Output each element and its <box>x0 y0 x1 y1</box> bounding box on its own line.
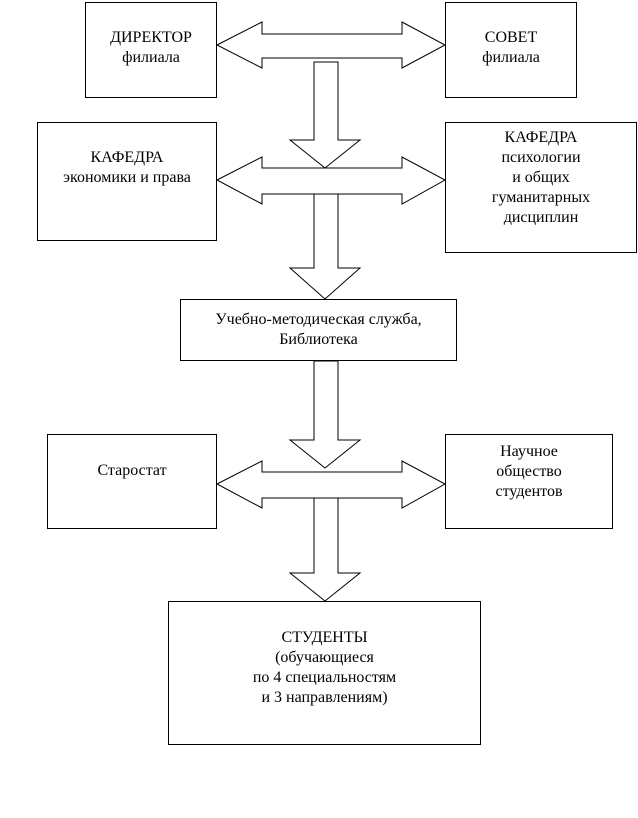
department-psychology-line-1: психологии <box>501 149 581 166</box>
department-economics-subtitle: экономики и права <box>63 169 191 186</box>
down-arrow-to-students <box>288 497 362 602</box>
students-line-1: (обучающиеся <box>275 649 374 666</box>
council-subtitle: филиала <box>482 49 540 66</box>
council-title: СОВЕТ <box>484 29 538 46</box>
director-box: ДИРЕКТОР филиала <box>85 2 217 98</box>
students-title: СТУДЕНТЫ <box>281 629 368 646</box>
down-arrow-service-to-starostat <box>288 360 362 469</box>
department-psychology-line-4: дисциплин <box>503 209 579 226</box>
student-society-line-2: общество <box>496 463 562 480</box>
director-title: ДИРЕКТОР <box>110 29 192 46</box>
starostat-box: Старостат <box>47 434 217 529</box>
director-subtitle: филиала <box>122 49 180 66</box>
students-line-3: и 3 направлениям) <box>261 689 388 706</box>
department-economics-title: КАФЕДРА <box>90 149 164 166</box>
student-society-line-1: Научное <box>500 443 558 460</box>
double-arrow-director-council <box>215 21 447 69</box>
methodical-service-line-2: Библиотека <box>279 331 358 348</box>
student-society-box: Научное общество студентов <box>445 434 613 529</box>
down-arrow-director-to-departments <box>288 61 362 169</box>
methodical-service-box: Учебно-методическая служба, Библиотека <box>180 299 457 361</box>
students-box: СТУДЕНТЫ (обучающиеся по 4 специальностя… <box>168 601 481 745</box>
students-line-2: по 4 специальностям <box>252 669 397 686</box>
council-box: СОВЕТ филиала <box>445 2 577 98</box>
department-psychology-line-3: гуманитарных <box>491 189 591 206</box>
department-psychology-box: КАФЕДРА психологии и общих гуманитарных … <box>445 122 637 253</box>
starostat-label: Старостат <box>97 462 167 479</box>
methodical-service-line-1: Учебно-методическая служба, <box>215 311 422 328</box>
down-arrow-departments-to-service <box>288 193 362 300</box>
department-psychology-line-2: и общих <box>512 169 570 186</box>
student-society-line-3: студентов <box>495 483 563 500</box>
department-economics-box: КАФЕДРА экономики и права <box>37 122 217 241</box>
department-psychology-title: КАФЕДРА <box>504 129 578 146</box>
